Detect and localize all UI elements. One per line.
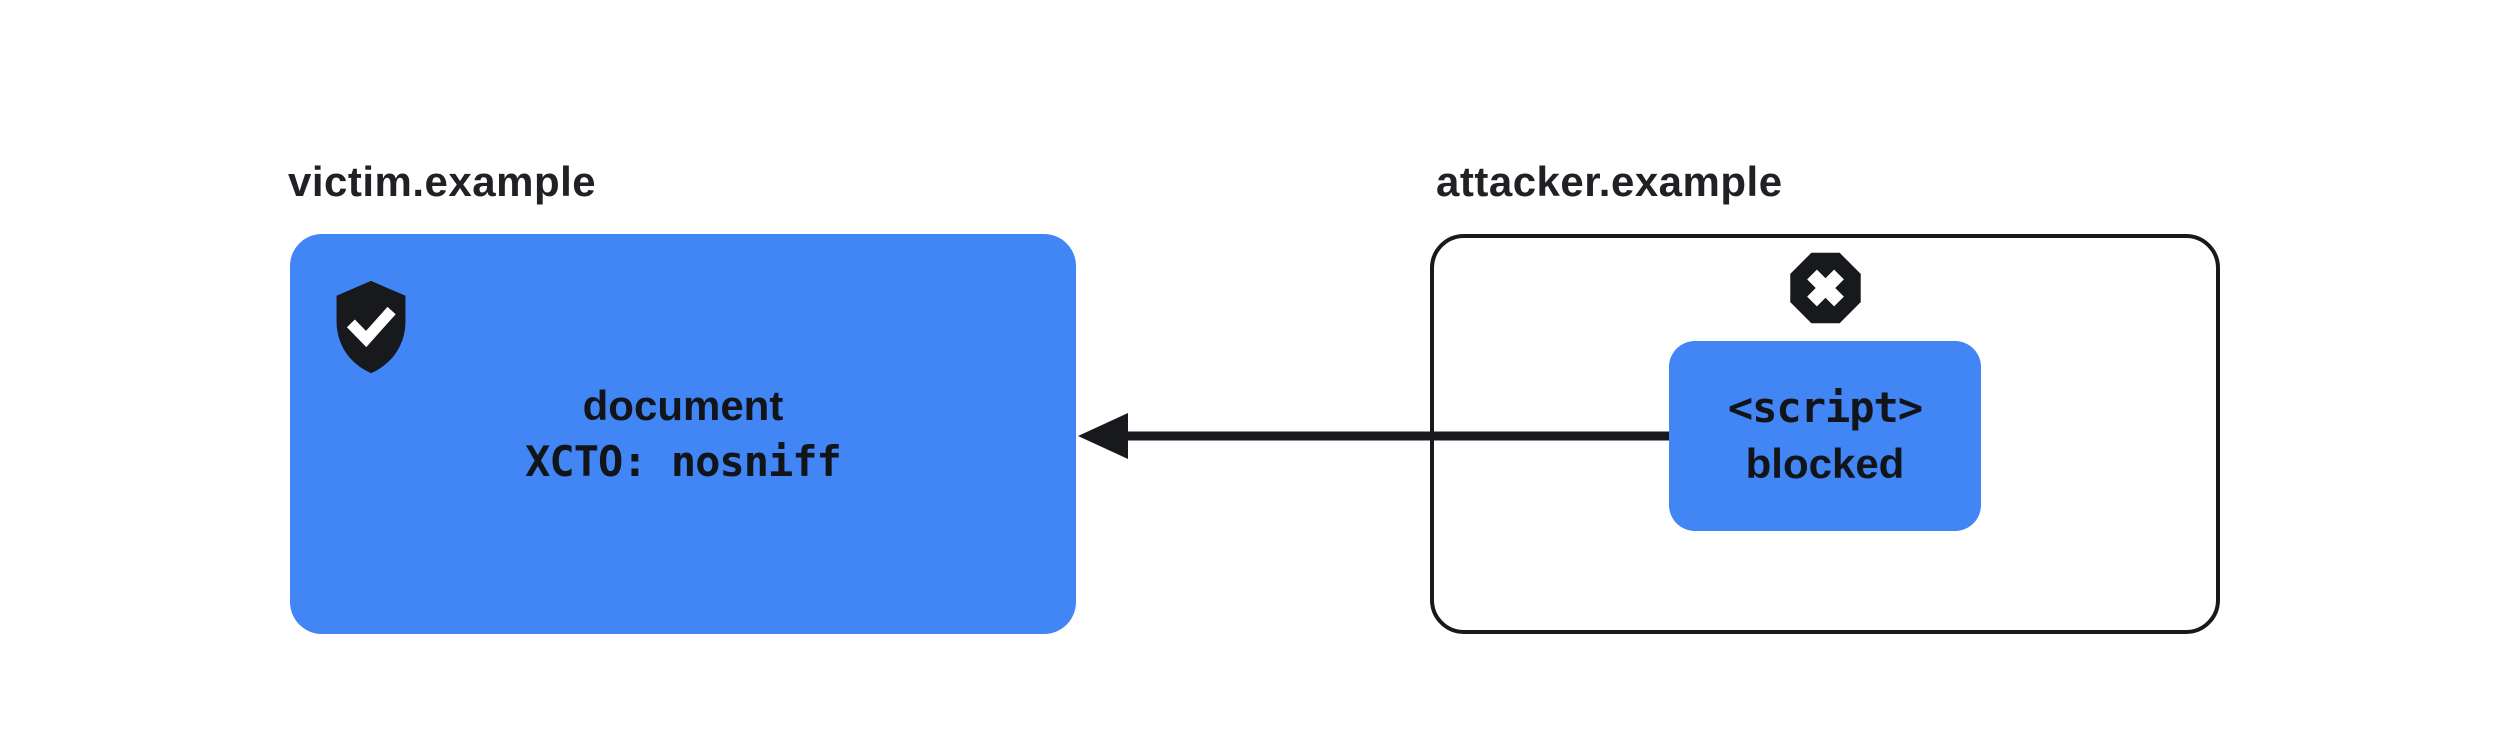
victim-box-text: document XCTO: nosniff xyxy=(525,378,842,490)
arrowhead-left-icon xyxy=(1078,413,1128,459)
script-blocked-box: <script> blocked xyxy=(1669,341,1981,531)
victim-document-box: document XCTO: nosniff xyxy=(290,234,1076,634)
script-box-text: <script> blocked xyxy=(1727,380,1923,492)
shield-check-icon xyxy=(332,278,410,376)
attacker-origin-label: attacker.example xyxy=(1436,158,1783,205)
victim-resource-line: document xyxy=(582,382,784,429)
script-status-line: blocked xyxy=(1745,440,1905,487)
octagon-x-icon xyxy=(1786,248,1865,328)
victim-xcto-header-line: XCTO: nosniff xyxy=(525,437,842,486)
script-element-line: <script> xyxy=(1727,383,1923,432)
victim-origin-label: victim.example xyxy=(288,158,597,205)
